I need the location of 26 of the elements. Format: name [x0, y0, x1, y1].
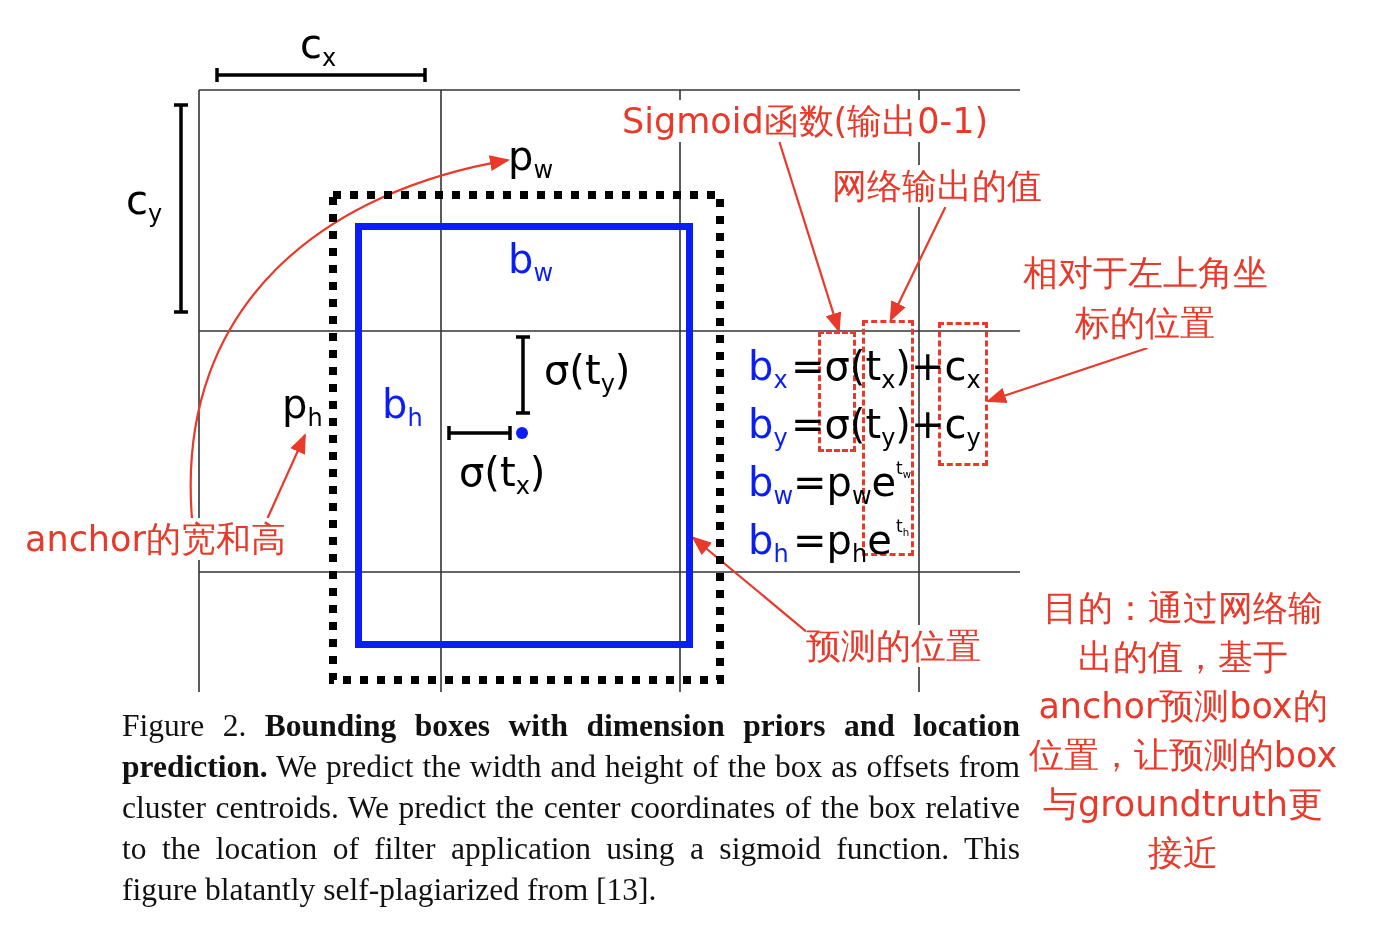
variable-label: b$_{h}$ [382, 380, 423, 428]
arrow [986, 346, 1148, 404]
annotation-text: Sigmoid函数(输出0-1) [622, 100, 989, 142]
formula-text: =p$_{w}$e [793, 458, 897, 506]
arrow [190, 155, 510, 518]
anchor-box [329, 191, 724, 684]
dimension-label: p$_{h}$ [282, 380, 332, 435]
predicted-box [355, 223, 693, 648]
formula-variable: b$_{x}$ [748, 342, 788, 390]
offset-label: σ(t$_{x}$) [459, 448, 546, 496]
formula-text: =p$_{h}$e [793, 516, 892, 564]
arrow [778, 141, 842, 333]
annotation-text: anchor的宽和高 [25, 518, 286, 560]
annotation-text: 预测的位置 [806, 625, 981, 667]
formula-variable: b$_{h}$ [748, 516, 789, 564]
annotation-text: 网络输出的值 [832, 165, 1042, 207]
dimension-label: p$_{w}$ [508, 132, 563, 184]
arrow [889, 206, 947, 322]
exponent-text: t$_{h}$ [896, 516, 910, 536]
formula-variable: b$_{w}$ [748, 458, 794, 506]
arrow [266, 433, 306, 519]
figure-caption: Figure 2. Bounding boxes with dimension priors and location prediction. We predict the width and height of the box as offsets from cluster centroids. We predict the center coordinates of the box relative to the location of filter application using a sigmoid function. This figure blatantly self-plagiarized from [13]. [122, 707, 1020, 909]
arrow [691, 536, 807, 633]
dimension-label: c$_{x}$ [300, 20, 337, 68]
variable-label: b$_{w}$ [508, 235, 554, 283]
exponent-text: t$_{w}$ [896, 458, 911, 478]
